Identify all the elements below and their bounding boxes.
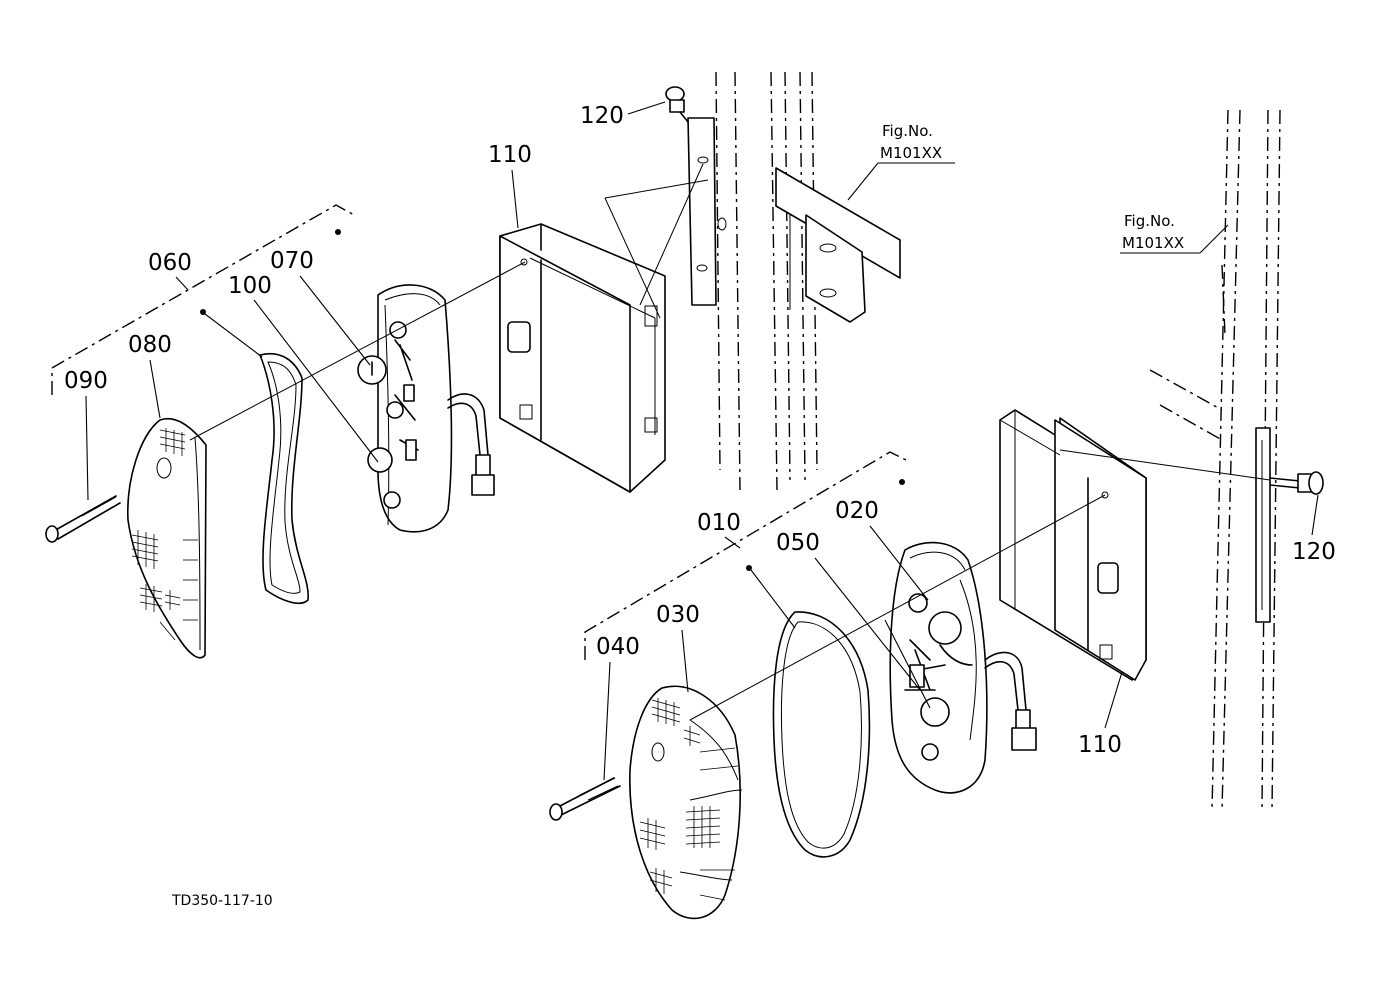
callout-030: 030 (656, 602, 700, 693)
bracket-110-left (499, 223, 666, 493)
axis-line-right-bolt (1059, 449, 1271, 481)
gasket-100 (259, 353, 309, 605)
screw-090 (45, 495, 121, 543)
callout-080: 080 (128, 332, 172, 419)
callout-110-right: 110 (1078, 671, 1123, 758)
axis-line-bolt-3 (639, 163, 704, 306)
axis-line-bolt (604, 197, 661, 319)
svg-text:030: 030 (656, 602, 700, 628)
callout-040: 040 (596, 634, 640, 781)
callout-050: 050 (746, 530, 921, 691)
svg-text:020: 020 (835, 498, 879, 524)
gasket-050 (772, 611, 871, 858)
callout-070: 070 (270, 229, 371, 366)
svg-text:Fig.No.: Fig.No. (882, 122, 933, 140)
lens-030 (629, 685, 743, 920)
svg-text:050: 050 (776, 530, 820, 556)
svg-text:110: 110 (1078, 732, 1122, 758)
callout-100: 100 (200, 273, 379, 463)
screw-040 (549, 777, 621, 821)
housing-020 (889, 541, 1037, 794)
callout-060: 060 (148, 250, 192, 291)
fig-ref-right: Fig.No. M101XX (1120, 212, 1229, 254)
svg-text:070: 070 (270, 248, 314, 274)
svg-text:Fig.No.: Fig.No. (1124, 212, 1175, 230)
assembly-bracket-010 (584, 451, 911, 660)
svg-text:090: 090 (64, 368, 108, 394)
svg-text:M101XX: M101XX (1122, 234, 1184, 252)
callout-010: 010 (697, 510, 741, 549)
cab-frame-left (687, 71, 901, 491)
svg-text:080: 080 (128, 332, 172, 358)
callout-120-left: 120 (580, 101, 666, 129)
axis-line-right (689, 494, 1106, 721)
callout-120-right: 120 (1292, 494, 1336, 565)
svg-text:M101XX: M101XX (880, 144, 942, 162)
svg-text:110: 110 (488, 142, 532, 168)
axis-line-left (189, 261, 526, 441)
svg-text:040: 040 (596, 634, 640, 660)
lens-080 (127, 418, 207, 659)
callout-020: 020 (835, 479, 931, 709)
drawing-code: TD350-117-10 (171, 893, 273, 909)
assembly-bracket-060 (51, 204, 357, 395)
callout-090: 090 (64, 368, 108, 501)
svg-text:100: 100 (228, 273, 272, 299)
bolt-120-right (1269, 471, 1324, 495)
svg-text:120: 120 (1292, 539, 1336, 565)
callout-110-left: 110 (488, 142, 532, 229)
fig-ref-top: Fig.No. M101XX (847, 122, 955, 201)
cab-frame-right (1149, 109, 1281, 811)
bracket-110-right (999, 409, 1147, 681)
svg-text:120: 120 (580, 103, 624, 129)
svg-text:060: 060 (148, 250, 192, 276)
housing-070 (357, 284, 495, 533)
axis-line-bolt-2 (604, 179, 709, 199)
bolt-120-left (665, 86, 689, 123)
svg-text:010: 010 (697, 510, 741, 536)
